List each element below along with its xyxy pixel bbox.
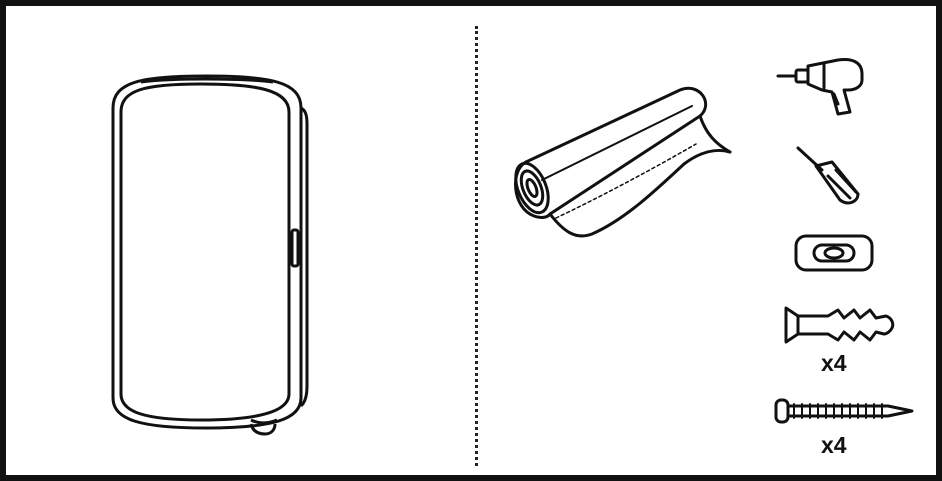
screw-icon — [772, 396, 918, 426]
dotted-divider — [475, 26, 478, 466]
drill-icon — [776, 50, 870, 122]
protective-film-roll-icon — [504, 82, 734, 244]
device-unit-icon — [101, 68, 311, 440]
screwdriver-icon — [792, 144, 872, 206]
spirit-level-icon — [792, 232, 878, 274]
wall-plug-icon — [780, 302, 900, 348]
screw-quantity: x4 — [821, 432, 847, 458]
wall-plug-quantity: x4 — [821, 350, 847, 376]
